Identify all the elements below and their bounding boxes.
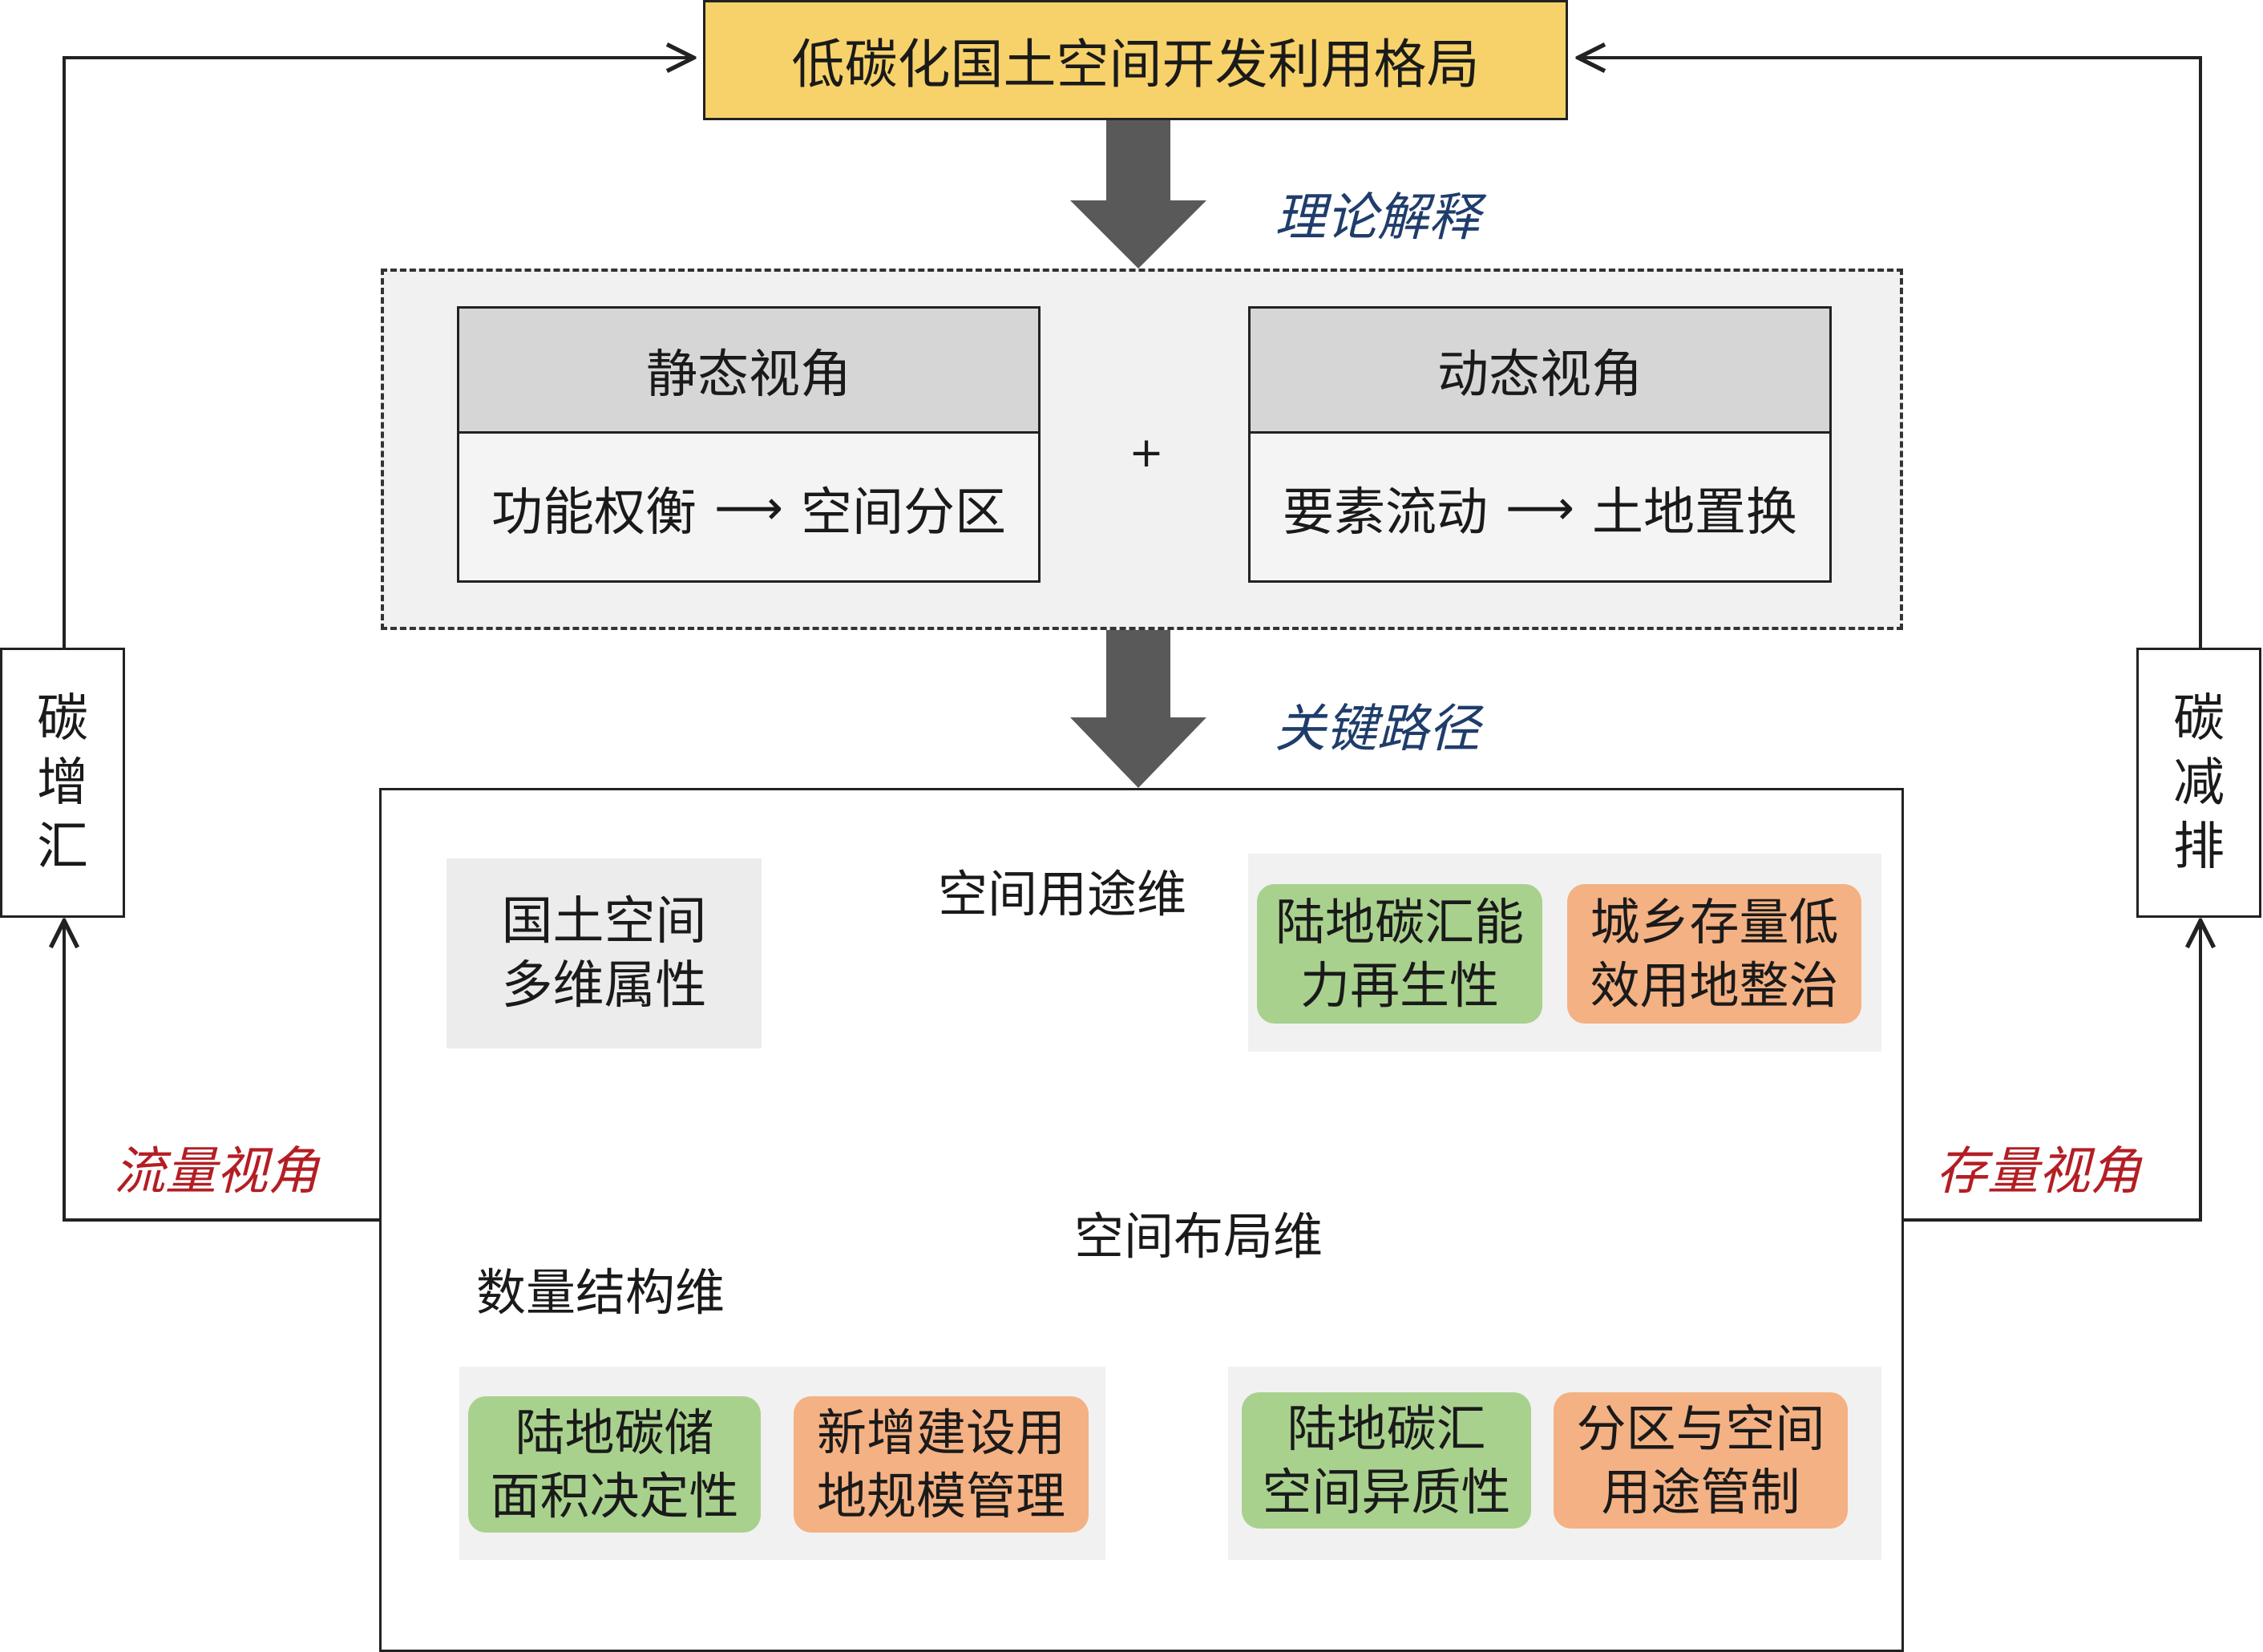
- dynamic-perspective-flow: 要素流动 ⟶ 土地置换: [1251, 434, 1829, 583]
- static-perspective-box: 静态视角 功能权衡 ⟶ 空间分区: [457, 306, 1041, 583]
- dynamic-arrow: ⟶: [1505, 480, 1574, 536]
- quantity-green-box: 陆地碳储 面积决定性: [468, 1396, 761, 1533]
- title-box: 低碳化国土空间开发利用格局: [703, 0, 1568, 120]
- path-label: 关键路径: [1275, 700, 1480, 759]
- title-text: 低碳化国土空间开发利用格局: [791, 34, 1480, 95]
- theory-label: 理论解释: [1275, 188, 1480, 248]
- layout-dimension-label: 空间布局维: [1074, 1207, 1323, 1266]
- layout-orange-box: 分区与空间 用途管制: [1554, 1392, 1848, 1529]
- theory-down-arrow: [1070, 120, 1206, 269]
- static-from-text: 功能权衡: [491, 483, 697, 543]
- quantity-dimension-label: 数量结构维: [476, 1263, 725, 1322]
- flow-perspective-label: 流量视角: [114, 1142, 319, 1202]
- carbon-reduction-box: 碳 减 排: [2136, 648, 2261, 918]
- static-perspective-flow: 功能权衡 ⟶ 空间分区: [459, 434, 1038, 583]
- dynamic-perspective-box: 动态视角 要素流动 ⟶ 土地置换: [1248, 306, 1832, 583]
- static-to-text: 空间分区: [801, 483, 1006, 543]
- layout-green-box: 陆地碳汇 空间异质性: [1242, 1392, 1531, 1529]
- path-down-arrow: [1070, 630, 1206, 788]
- stock-perspective-label: 存量视角: [1936, 1142, 2141, 1202]
- right-top-connector: [1581, 58, 2202, 648]
- dynamic-from-text: 要素流动: [1282, 483, 1488, 543]
- right-loop-connector: [1904, 923, 2200, 1222]
- plus-sign: +: [1129, 429, 1164, 477]
- static-arrow: ⟶: [713, 480, 783, 536]
- use-orange-box: 城乡存量低 效用地整治: [1567, 884, 1861, 1024]
- use-green-box: 陆地碳汇能 力再生性: [1257, 884, 1542, 1024]
- dynamic-to-text: 土地置换: [1592, 483, 1797, 543]
- static-perspective-header: 静态视角: [459, 309, 1038, 434]
- quantity-orange-box: 新增建设用 地规模管理: [794, 1396, 1089, 1533]
- carbon-sink-box: 碳 增 汇: [0, 648, 125, 918]
- use-dimension-label: 空间用途维: [938, 865, 1187, 923]
- dynamic-perspective-header: 动态视角: [1251, 309, 1829, 434]
- left-loop-connector: [64, 923, 379, 1222]
- left-top-connector: [63, 58, 691, 648]
- multi-dim-attribute-box: 国土空间 多维属性: [447, 858, 762, 1048]
